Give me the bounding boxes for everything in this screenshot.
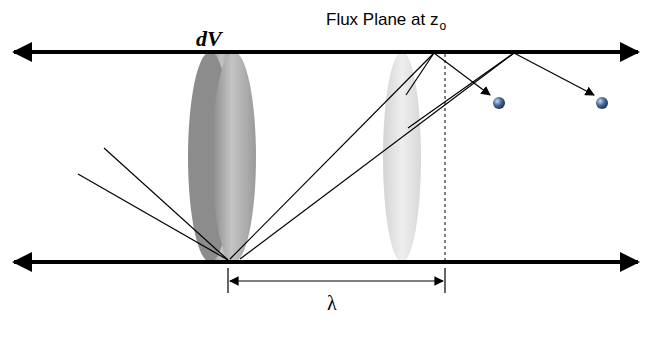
subscript-label: o [439,19,446,33]
dimension-line [228,268,445,293]
upper-wall [14,50,638,54]
plane-label: Flux Plane at z [326,10,438,30]
volume-label: dV [196,26,222,52]
intermediate-disc [383,52,421,262]
particle [493,97,505,109]
flux-plane [445,54,446,260]
lower-wall [14,260,638,264]
volume-cylinder [188,52,256,262]
dimension-label: λ [327,292,337,315]
particle-paths [78,53,594,260]
particle [596,97,608,109]
